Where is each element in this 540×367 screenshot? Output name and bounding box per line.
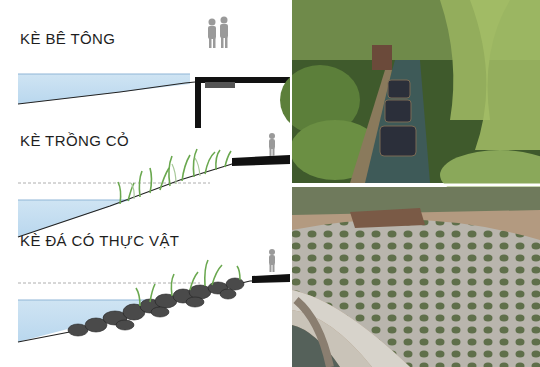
- section-label: KÈ TRỒNG CỎ: [20, 132, 129, 150]
- person-silhouette: [269, 249, 275, 272]
- section-label: KÈ ĐÁ CÓ THỰC VẬT: [20, 232, 179, 250]
- plants: [136, 260, 240, 306]
- grass-section: [18, 133, 290, 237]
- paver-photo: [292, 187, 540, 367]
- rocks: [68, 278, 244, 336]
- person-silhouette: [269, 133, 275, 156]
- grass-plants: [118, 149, 231, 204]
- canal-photo: [280, 0, 540, 200]
- concrete-section: [18, 17, 290, 129]
- people-silhouette: [208, 17, 228, 49]
- section-label: KÈ BÊ TÔNG: [20, 30, 115, 48]
- stone-section: [18, 249, 290, 342]
